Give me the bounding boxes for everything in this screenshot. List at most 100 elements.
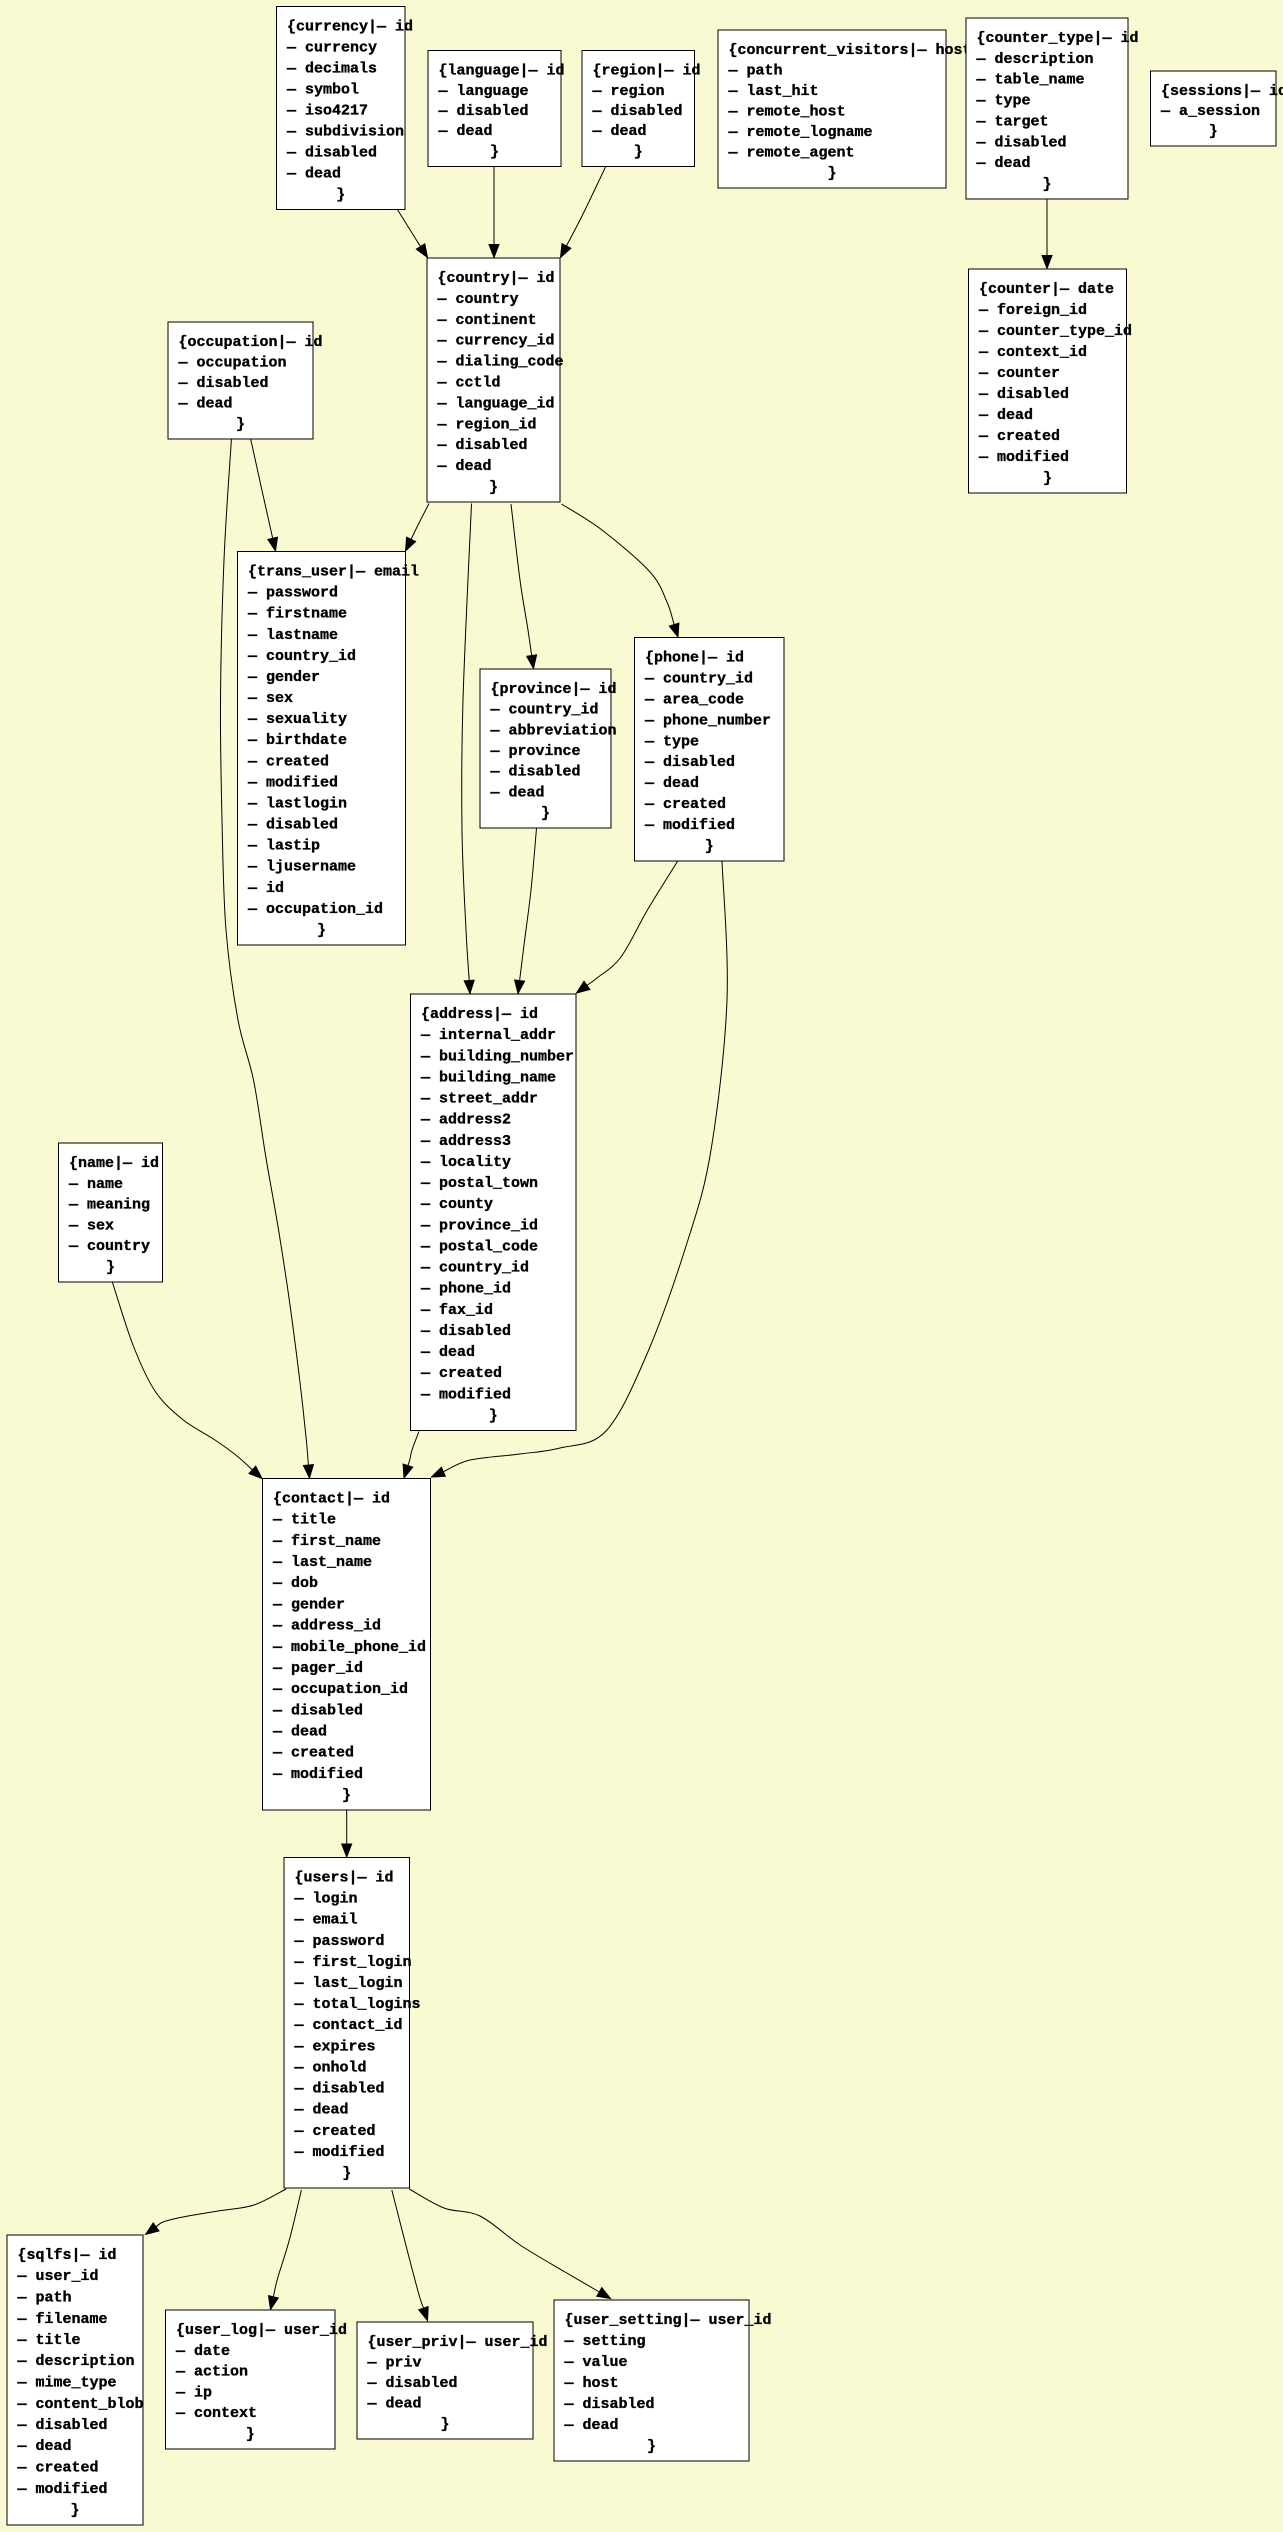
svg-text:}: } <box>1209 123 1218 140</box>
svg-text:— dead: — dead <box>978 407 1033 424</box>
svg-text:— country_id: — country_id <box>644 670 753 687</box>
svg-text:— disabled: — disabled <box>420 1323 511 1340</box>
svg-text:— building_number: — building_number <box>420 1048 574 1065</box>
svg-text:— user_id: — user_id <box>17 2268 99 2285</box>
svg-text:— gender: — gender <box>247 669 320 686</box>
svg-text:— ip: — ip <box>175 2384 212 2401</box>
svg-text:— dead: — dead <box>438 123 493 140</box>
svg-text:}: } <box>490 144 499 161</box>
svg-text:— disabled: — disabled <box>592 103 683 120</box>
svg-text:— county: — county <box>420 1196 493 1213</box>
svg-text:— disabled: — disabled <box>564 2396 655 2413</box>
svg-text:— dead: — dead <box>490 784 545 801</box>
svg-text:}: } <box>1043 176 1052 193</box>
svg-text:— address2: — address2 <box>420 1112 511 1129</box>
svg-text:— context: — context <box>175 2405 257 2422</box>
svg-text:— disabled: — disabled <box>976 134 1067 151</box>
svg-text:}: } <box>489 479 498 496</box>
svg-text:— dead: — dead <box>286 166 341 183</box>
svg-text:— last_login: — last_login <box>294 1975 403 1992</box>
svg-text:— pager_id: — pager_id <box>272 1660 363 1677</box>
svg-text:— occupation_id: — occupation_id <box>272 1681 408 1698</box>
svg-text:}: } <box>634 144 643 161</box>
svg-text:— subdivision: — subdivision <box>286 124 404 141</box>
svg-text:— mime_type: — mime_type <box>17 2375 117 2392</box>
svg-text:— language_id: — language_id <box>437 395 555 412</box>
svg-text:— region: — region <box>592 83 665 100</box>
svg-text:{counter|— date: {counter|— date <box>979 281 1114 298</box>
svg-text:}: } <box>1043 470 1052 487</box>
svg-text:— first_login: — first_login <box>294 1954 412 1971</box>
svg-text:— title: — title <box>17 2332 81 2349</box>
svg-text:— birthdate: — birthdate <box>247 732 347 749</box>
svg-text:— password: — password <box>247 585 338 602</box>
svg-text:— path: — path <box>17 2290 72 2307</box>
svg-text:— occupation_id: — occupation_id <box>247 901 383 918</box>
svg-text:— id: — id <box>247 880 284 897</box>
svg-text:— description: — description <box>976 51 1094 68</box>
svg-text:— sexuality: — sexuality <box>247 711 347 728</box>
svg-text:— street_addr: — street_addr <box>420 1091 538 1108</box>
svg-text:— setting: — setting <box>564 2333 646 2350</box>
svg-text:{language|— id: {language|— id <box>439 63 565 80</box>
svg-text:— modified: — modified <box>247 774 338 791</box>
svg-text:— cctld: — cctld <box>437 375 501 392</box>
svg-text:{contact|— id: {contact|— id <box>273 1491 390 1508</box>
svg-text:{occupation|— id: {occupation|— id <box>179 334 323 351</box>
svg-text:— mobile_phone_id: — mobile_phone_id <box>272 1639 426 1656</box>
svg-text:}: } <box>441 2416 450 2433</box>
svg-text:— region_id: — region_id <box>437 416 537 433</box>
svg-text:— last_name: — last_name <box>272 1554 372 1571</box>
svg-text:— province: — province <box>490 743 581 760</box>
svg-text:— disabled: — disabled <box>644 754 735 771</box>
svg-text:— remote_host: — remote_host <box>728 104 846 121</box>
svg-text:— created: — created <box>17 2460 99 2477</box>
svg-text:}: } <box>828 165 837 182</box>
svg-text:— firstname: — firstname <box>247 606 347 623</box>
svg-text:— description: — description <box>17 2353 135 2370</box>
svg-text:— dead: — dead <box>437 458 492 475</box>
svg-text:— dead: — dead <box>976 155 1031 172</box>
svg-text:— gender: — gender <box>272 1596 345 1613</box>
svg-text:— value: — value <box>564 2354 628 2371</box>
svg-text:— disabled: — disabled <box>286 145 377 162</box>
svg-text:— type: — type <box>644 733 699 750</box>
svg-text:— counter: — counter <box>978 365 1060 382</box>
svg-text:— area_code: — area_code <box>644 691 744 708</box>
svg-text:— meaning: — meaning <box>68 1197 150 1214</box>
svg-text:— dead: — dead <box>367 2396 422 2413</box>
svg-text:— phone_number: — phone_number <box>644 712 771 729</box>
svg-text:— internal_addr: — internal_addr <box>420 1027 556 1044</box>
svg-text:— symbol: — symbol <box>286 82 359 99</box>
svg-text:— modified: — modified <box>272 1766 363 1783</box>
svg-text:— country: — country <box>68 1238 150 1255</box>
svg-text:— created: — created <box>644 796 726 813</box>
svg-text:{province|— id: {province|— id <box>491 681 617 698</box>
svg-text:— sex: — sex <box>68 1217 114 1234</box>
svg-text:}: } <box>246 2426 255 2443</box>
svg-text:— country_id: — country_id <box>247 648 356 665</box>
svg-text:— locality: — locality <box>420 1154 511 1171</box>
svg-text:— building_name: — building_name <box>420 1069 556 1086</box>
svg-text:— language: — language <box>438 83 529 100</box>
svg-text:— foreign_id: — foreign_id <box>978 302 1087 319</box>
svg-text:— type: — type <box>976 93 1031 110</box>
svg-text:}: } <box>106 1259 115 1276</box>
svg-text:— target: — target <box>976 113 1049 130</box>
svg-text:— sex: — sex <box>247 690 293 707</box>
svg-text:— dead: — dead <box>178 396 233 413</box>
svg-text:— currency: — currency <box>286 40 377 57</box>
svg-text:— continent: — continent <box>437 312 537 329</box>
svg-text:— decimals: — decimals <box>286 61 377 78</box>
svg-text:{users|— id: {users|— id <box>295 1870 394 1887</box>
svg-text:— phone_id: — phone_id <box>420 1281 511 1298</box>
svg-text:}: } <box>489 1408 498 1425</box>
svg-text:{currency|— id: {currency|— id <box>287 19 413 36</box>
svg-text:— fax_id: — fax_id <box>420 1302 493 1319</box>
svg-text:— email: — email <box>294 1912 358 1929</box>
svg-text:— dead: — dead <box>564 2417 619 2434</box>
svg-text:— created: — created <box>294 2123 376 2140</box>
svg-text:— country_id: — country_id <box>490 702 599 719</box>
svg-text:— address3: — address3 <box>420 1133 511 1150</box>
svg-text:— filename: — filename <box>17 2311 108 2328</box>
